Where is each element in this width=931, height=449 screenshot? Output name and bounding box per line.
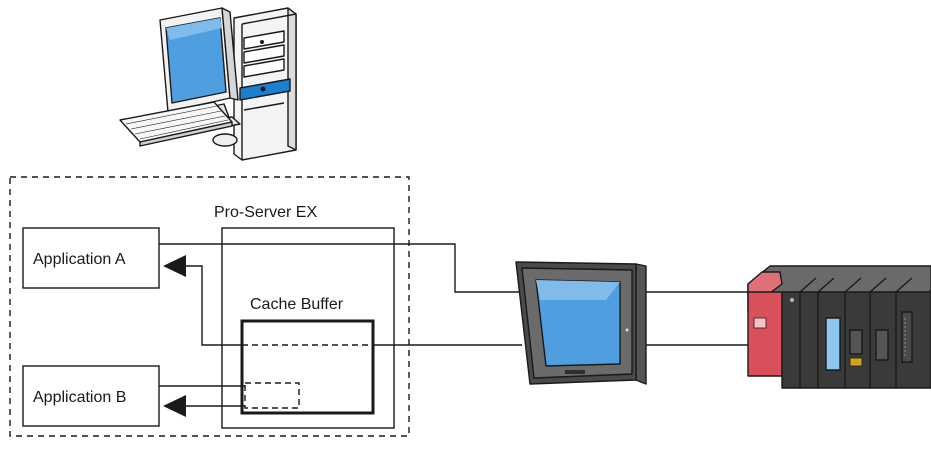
hmi-touch-panel-icon [515,261,647,385]
application-a-box [22,227,160,289]
link-app-a-to-hmi [159,243,522,293]
application-b-label: Application B [33,389,126,406]
application-b-box [22,365,160,427]
application-a-label: Application A [33,251,126,268]
arrow-head-left-icon [163,255,186,277]
plc-rack-icon [747,265,931,389]
pro-server-label: Pro-Server EX [214,204,317,221]
arrow-head-left-icon [163,395,186,417]
pc-boundary-dashed [9,176,410,437]
cache-buffer-inner-dashed [244,382,300,409]
cache-buffer-label: Cache Buffer [250,296,344,313]
cache-buffer-box [240,319,375,415]
pro-server-box [221,227,395,429]
desktop-computer-icon [119,7,297,161]
connection-lines [159,243,748,407]
link-cache-to-app-a [185,265,242,346]
